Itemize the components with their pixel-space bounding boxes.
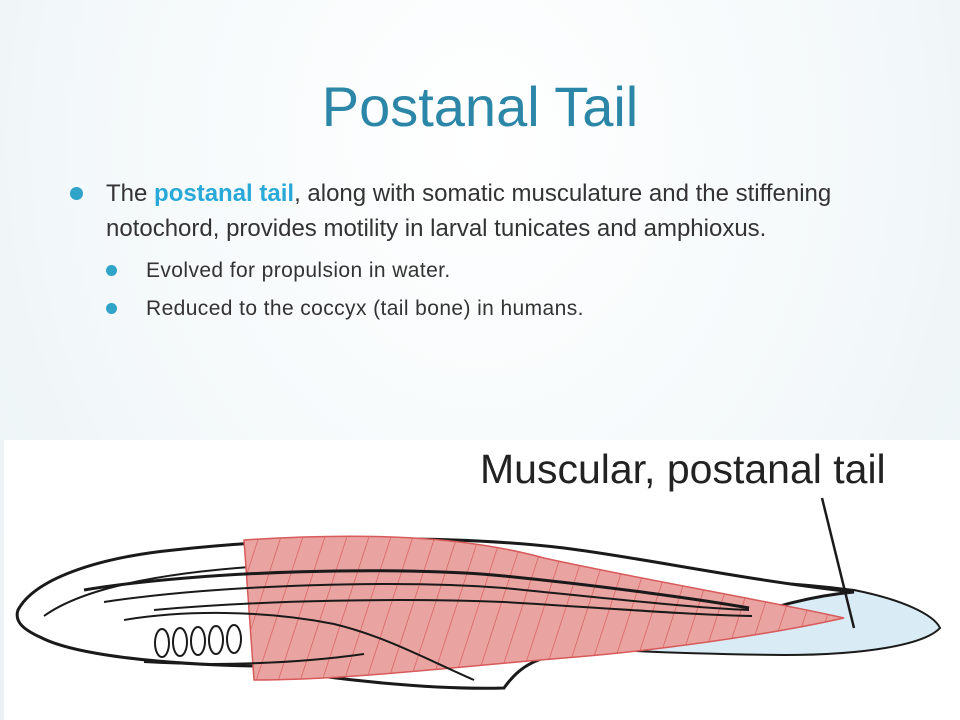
bullet-item: The postanal tail, along with somatic mu… <box>70 176 890 324</box>
amphioxus-illustration <box>15 497 942 690</box>
bullet-text-before: The <box>106 180 155 207</box>
sub-bullet-item: Reduced to the coccyx (tail bone) in hum… <box>106 294 890 324</box>
bullet-list: The postanal tail, along with somatic mu… <box>70 176 890 332</box>
sub-bullet-dot-icon <box>106 265 117 276</box>
sub-bullet-item: Evolved for propulsion in water. <box>106 256 890 286</box>
bullet-text-after: , along with somatic musculature and the… <box>106 180 832 242</box>
sub-bullet-dot-icon <box>106 303 117 314</box>
sub-bullet-list: Evolved for propulsion in water. Reduced… <box>106 256 890 324</box>
gill-slits <box>154 624 242 658</box>
bullet-highlight: postanal tail <box>154 180 295 207</box>
figure-label: Muscular, postanal tail <box>480 446 886 492</box>
slide-title: Postanal Tail <box>321 75 639 138</box>
sub-bullet-text: Evolved for propulsion in water. <box>146 259 451 282</box>
sub-bullet-text: Reduced to the coccyx (tail bone) in hum… <box>146 297 584 320</box>
bullet-dot-icon <box>70 187 83 200</box>
amphioxus-figure <box>4 440 960 720</box>
pointer-line <box>820 497 856 629</box>
